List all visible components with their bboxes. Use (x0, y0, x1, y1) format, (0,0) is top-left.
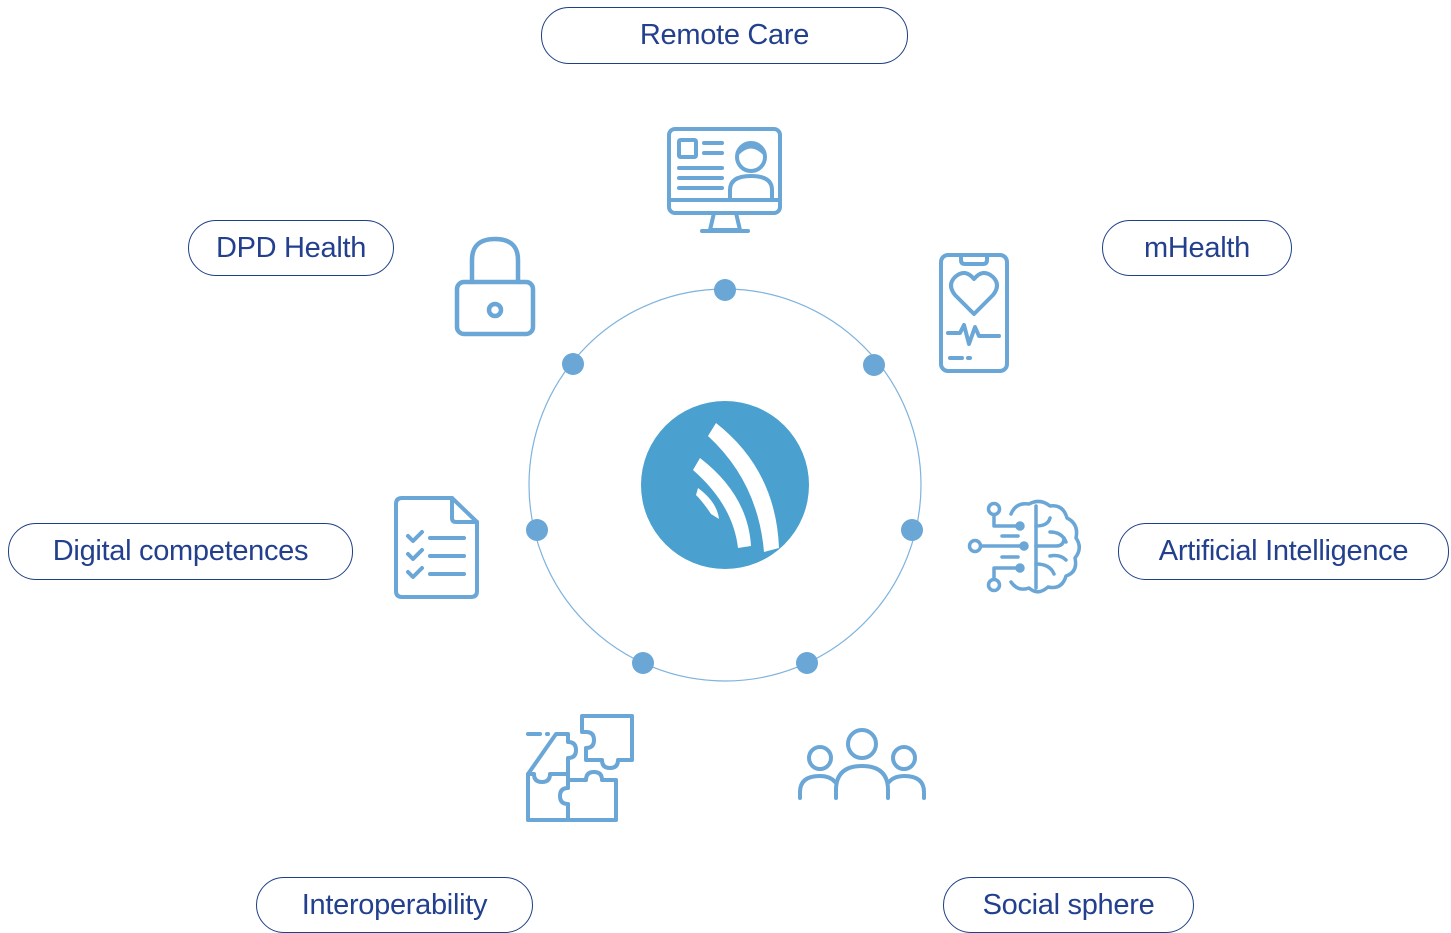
social-sphere-label[interactable]: Social sphere (943, 877, 1194, 933)
orbit-dot-interoperability (632, 652, 654, 674)
orbit-dot-dpd-health (562, 353, 584, 375)
artificial-intelligence-label[interactable]: Artificial Intelligence (1118, 523, 1449, 580)
checklist-document-icon (394, 496, 479, 599)
orbit-dot-remote-care (714, 279, 736, 301)
circuit-brain-icon (967, 499, 1081, 594)
mhealth-label-text: mHealth (1144, 231, 1250, 264)
people-group-icon (798, 728, 926, 800)
orbit-dot-mhealth (863, 354, 885, 376)
interoperability-label[interactable]: Interoperability (256, 877, 533, 933)
digital-competences-label[interactable]: Digital competences (8, 523, 353, 580)
orbit-dot-social-sphere (796, 652, 818, 674)
puzzle-pieces-icon (526, 714, 634, 822)
social-sphere-label-text: Social sphere (982, 888, 1155, 921)
remote-care-label[interactable]: Remote Care (541, 7, 908, 64)
interoperability-label-text: Interoperability (301, 888, 488, 921)
smartphone-heart-icon (939, 253, 1009, 373)
orbit-dot-digital-competences (526, 519, 548, 541)
dpd-health-label-text: DPD Health (215, 231, 367, 264)
padlock-icon (454, 236, 536, 337)
video-consultation-icon (667, 127, 782, 233)
artificial-intelligence-label-text: Artificial Intelligence (1158, 535, 1409, 567)
digital-competences-label-text: Digital competences (52, 535, 309, 567)
dpd-health-label[interactable]: DPD Health (188, 220, 394, 276)
signal-logo-icon (641, 401, 809, 569)
orbit-dot-artificial-intelligence (901, 519, 923, 541)
mhealth-label[interactable]: mHealth (1102, 220, 1292, 276)
remote-care-label-text: Remote Care (639, 19, 810, 51)
